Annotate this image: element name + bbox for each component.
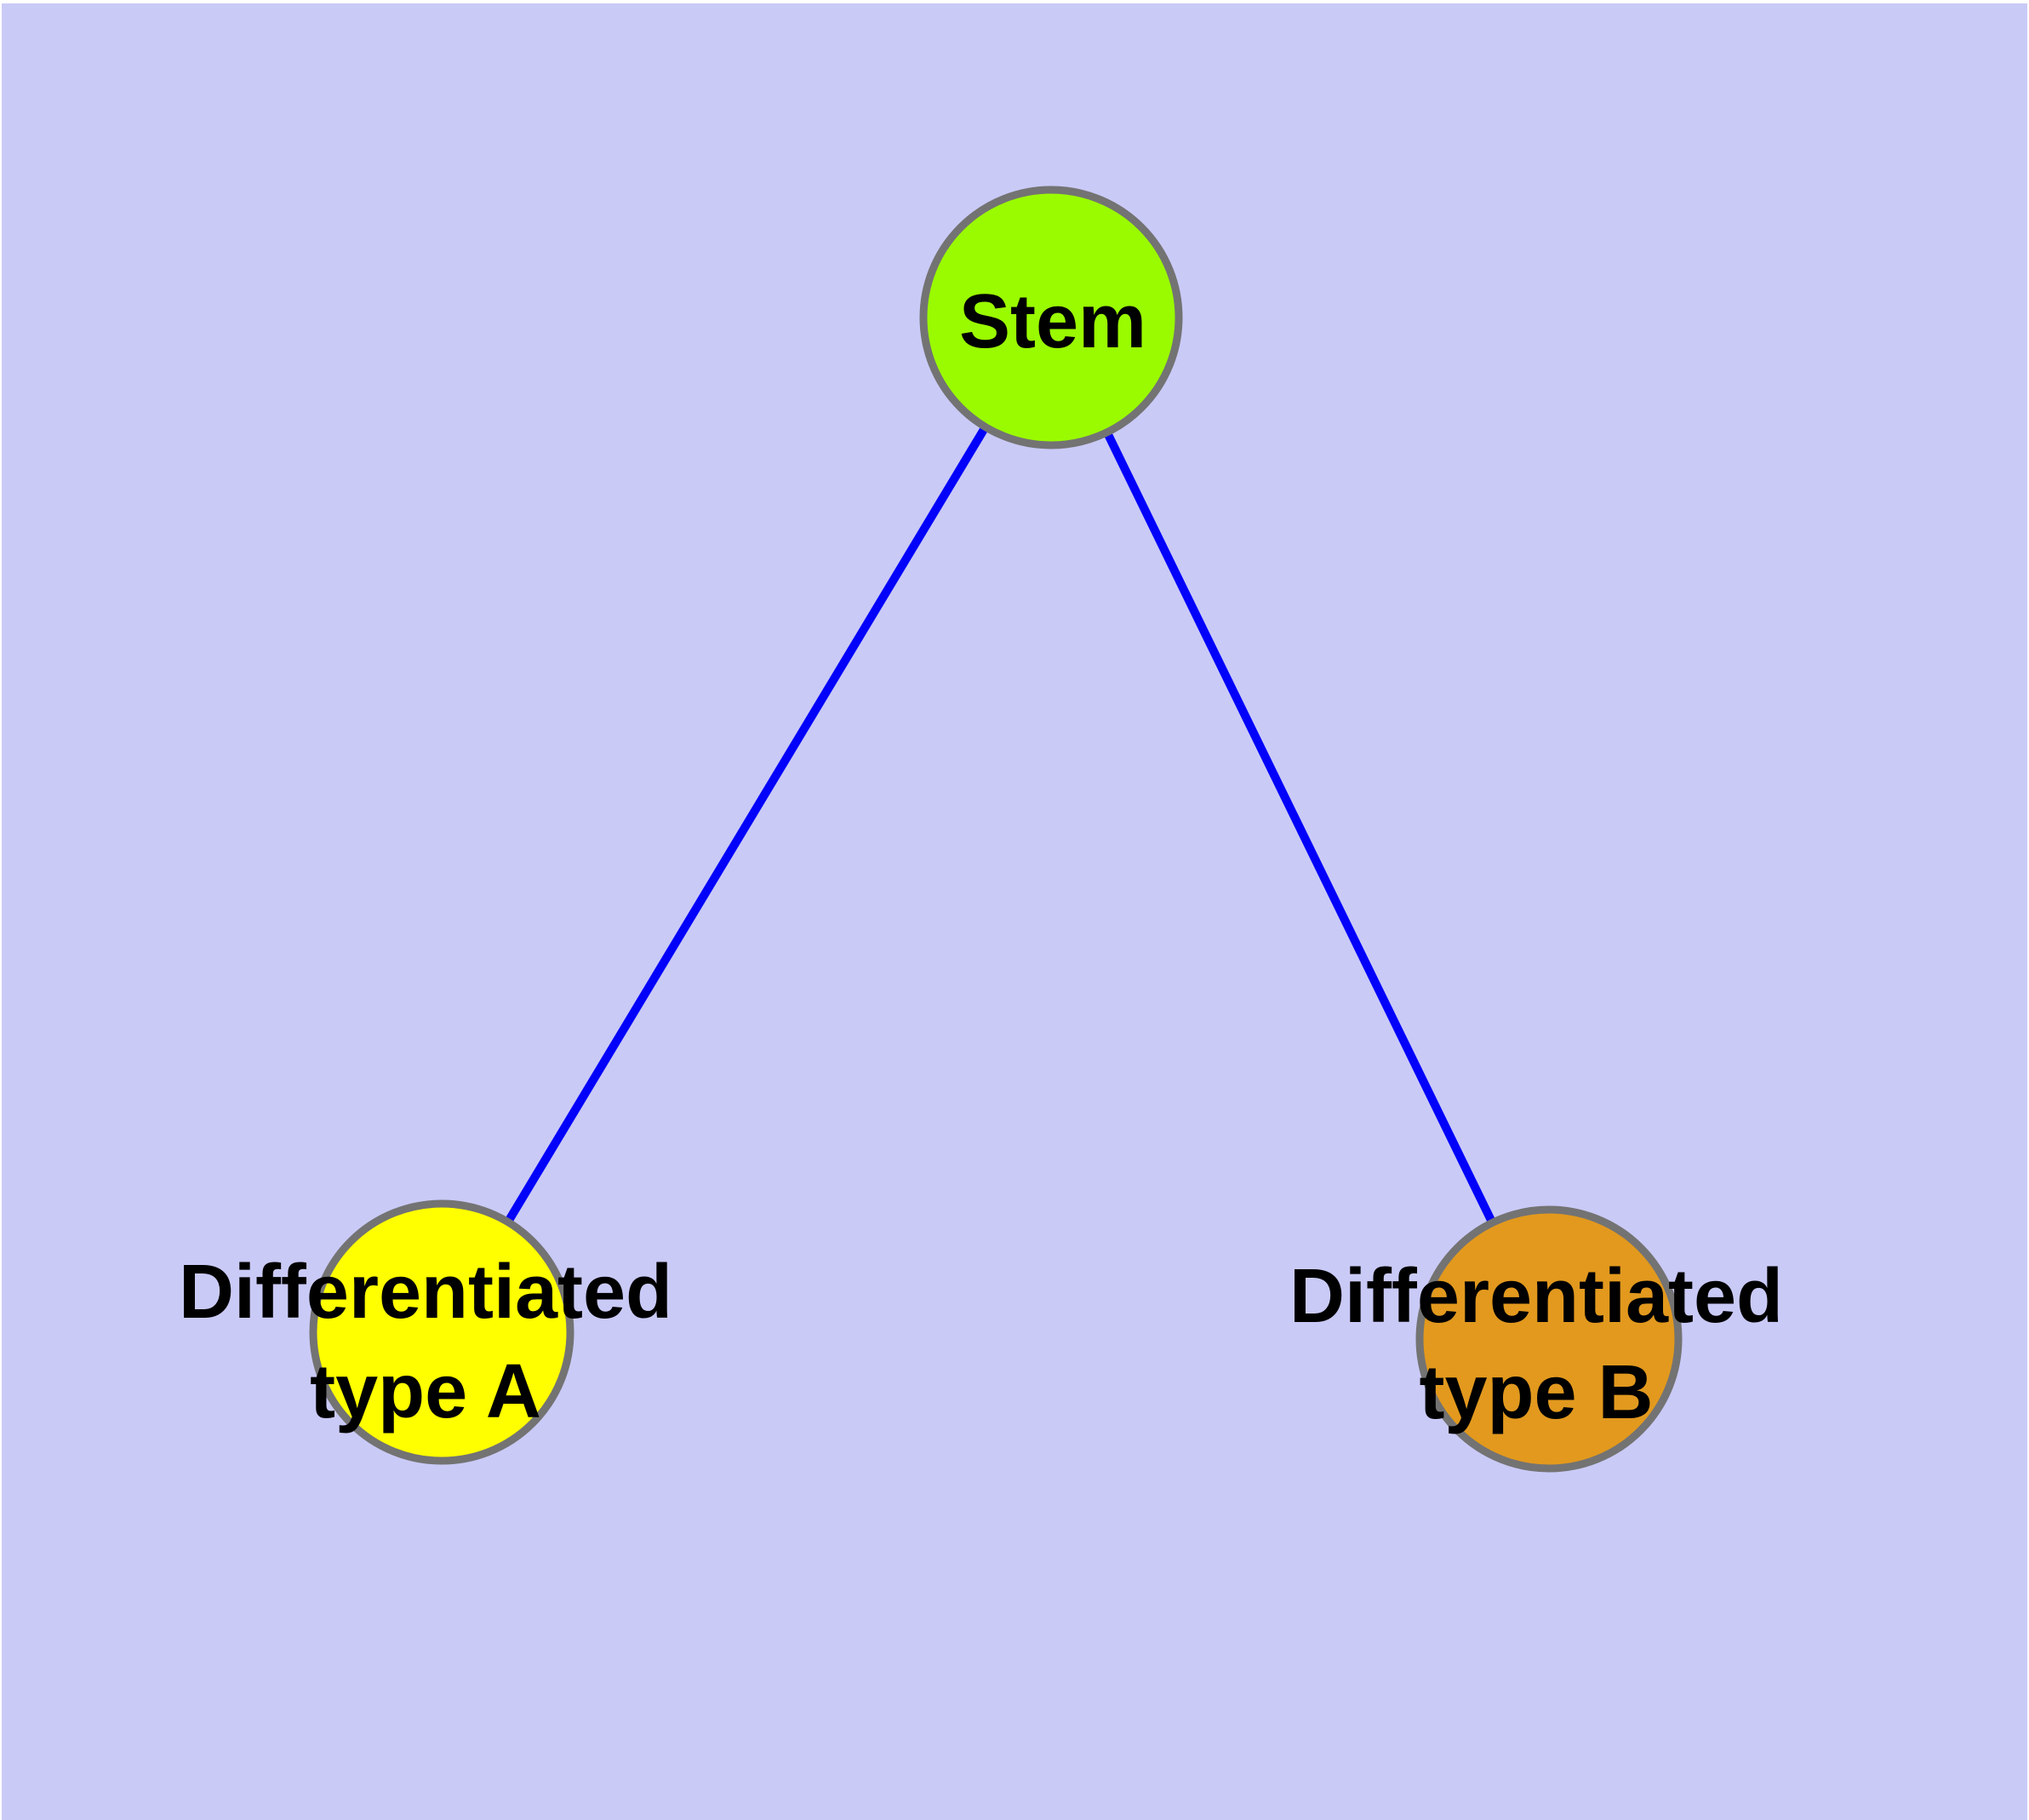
nodes-layer — [309, 186, 1683, 1473]
node-differentiated-type-b — [1415, 1205, 1683, 1473]
edge-stem-to-differentiated-type-a — [437, 315, 1055, 1335]
edges-layer — [437, 315, 1553, 1342]
edge-stem-to-differentiated-type-b — [1047, 315, 1553, 1342]
node-label-stem: Stem — [959, 279, 1146, 364]
node-differentiated-type-a — [309, 1199, 574, 1465]
node-stem — [919, 186, 1183, 449]
